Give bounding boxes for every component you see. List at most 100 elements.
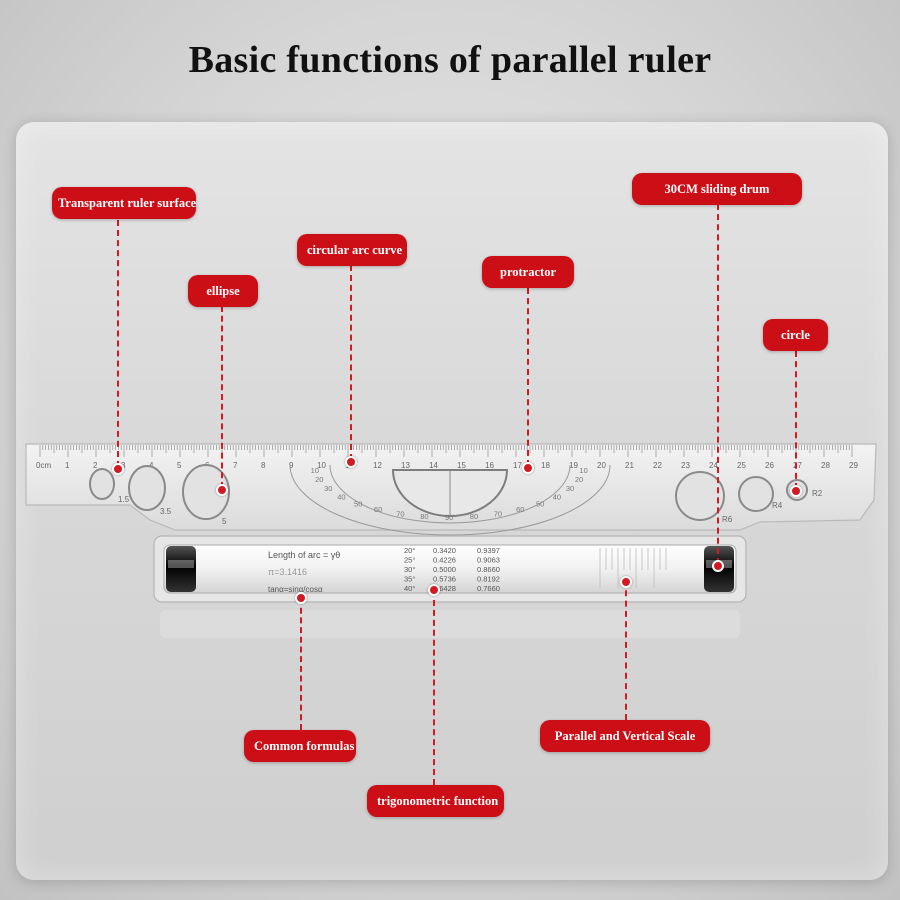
leader-ellipse xyxy=(221,306,223,488)
protractor-angle-label: 80 xyxy=(420,512,428,521)
drum-formula-tan: tanα=sinα/cosα xyxy=(268,585,323,594)
trig-sin-value: 0.5736 xyxy=(433,575,456,584)
dot-circular-arc xyxy=(345,456,357,468)
leader-parallel-scale xyxy=(625,580,627,720)
ruler-cm-number: 13 xyxy=(401,461,410,470)
label-circle: circle xyxy=(763,319,828,351)
leader-trig-function xyxy=(433,590,435,785)
ruler-cm-number: 4 xyxy=(149,461,154,470)
ruler-cm-number: 18 xyxy=(541,461,550,470)
ruler-cm-number: 29 xyxy=(849,461,858,470)
protractor-angle-label: 80 xyxy=(470,512,478,521)
ruler-cm-number: 3 xyxy=(121,461,126,470)
trig-cos-value: 0.8660 xyxy=(477,565,500,574)
trig-sin-value: 0.3420 xyxy=(433,546,456,555)
protractor-angle-label: 10 xyxy=(311,466,319,475)
drum-vertical-scale xyxy=(599,548,667,588)
label-circular-arc: circular arc curve xyxy=(297,234,407,266)
ruler-cm-number: 2 xyxy=(93,461,98,470)
circle-hole-large xyxy=(675,471,725,521)
trig-cos-value: 0.9397 xyxy=(477,546,500,555)
trig-angle: 35° xyxy=(404,575,415,584)
protractor-angle-label: 20 xyxy=(575,475,583,484)
radius-mark-r2: R2 xyxy=(812,489,823,498)
circle-hole-medium xyxy=(738,476,774,512)
dot-common-formulas xyxy=(295,592,307,604)
label-ellipse: ellipse xyxy=(188,275,258,307)
protractor-angle-label: 40 xyxy=(553,492,561,501)
protractor-angle-label: 30 xyxy=(324,484,332,493)
leader-circular-arc xyxy=(350,265,352,460)
ruler-cm-number: 12 xyxy=(373,461,382,470)
ruler-cm-number: 17 xyxy=(513,461,522,470)
trig-angle: 40° xyxy=(404,584,415,593)
label-transparent-surface: Transparent ruler surface xyxy=(52,187,196,219)
ruler-cm-number: 24 xyxy=(709,461,718,470)
protractor-angle-label: 50 xyxy=(536,499,544,508)
protractor-angle-label: 70 xyxy=(494,509,502,518)
label-parallel-scale: Parallel and Vertical Scale xyxy=(540,720,710,752)
protractor-angle-label: 90 xyxy=(445,513,453,522)
ruler-start-mark: 0cm xyxy=(36,461,51,470)
ellipse-mark-1: 1.5 xyxy=(118,495,130,504)
protractor-angle-label: 60 xyxy=(516,505,524,514)
ellipse-mark-3: 5 xyxy=(222,517,227,526)
dot-protractor xyxy=(522,462,534,474)
trig-angle: 30° xyxy=(404,565,415,574)
ruler-cm-number: 9 xyxy=(289,461,294,470)
ruler-cm-number: 23 xyxy=(681,461,690,470)
trig-cos-value: 0.8192 xyxy=(477,575,500,584)
dot-trig-function xyxy=(428,584,440,596)
ruler-cm-number: 27 xyxy=(793,461,802,470)
label-protractor: protractor xyxy=(482,256,574,288)
leader-protractor xyxy=(527,288,529,466)
ruler-cm-number: 28 xyxy=(821,461,830,470)
leader-common-formulas xyxy=(300,598,302,730)
page-title: Basic functions of parallel ruler xyxy=(188,39,712,81)
label-sliding-drum: 30CM sliding drum xyxy=(632,173,802,205)
dot-ellipse xyxy=(216,484,228,496)
protractor-angle-label: 60 xyxy=(374,505,382,514)
ruler-cm-number: 19 xyxy=(569,461,578,470)
trig-cos-value: 0.7660 xyxy=(477,584,500,593)
trig-angle: 25° xyxy=(404,556,415,565)
protractor-shape xyxy=(289,464,611,536)
radius-mark-r6: R6 xyxy=(722,515,733,524)
ruler-cm-number: 26 xyxy=(765,461,774,470)
ruler-cm-number: 1 xyxy=(65,461,70,470)
ruler-cm-number: 25 xyxy=(737,461,746,470)
radius-mark-r4: R4 xyxy=(772,501,783,510)
protractor-angle-label: 50 xyxy=(354,499,362,508)
leader-circle xyxy=(795,351,797,489)
trig-angle: 20° xyxy=(404,546,415,555)
ruler-cm-number: 15 xyxy=(457,461,466,470)
label-common-formulas: Common formulas xyxy=(244,730,356,762)
protractor-angle-label: 40 xyxy=(337,492,345,501)
ruler-cm-number: 5 xyxy=(177,461,182,470)
ellipse-hole-small xyxy=(89,468,115,500)
leader-sliding-drum xyxy=(717,204,719,564)
drum-formula-arc: Length of arc = γθ xyxy=(268,550,340,560)
drum-cap-left xyxy=(166,546,196,592)
ruler-cm-number: 7 xyxy=(233,461,238,470)
label-trig-function: trigonometric function xyxy=(367,785,504,817)
ruler-cm-number: 8 xyxy=(261,461,266,470)
leader-transparent-surface xyxy=(117,220,119,467)
drum-cylinder xyxy=(163,544,737,594)
trig-cos-value: 0.9063 xyxy=(477,556,500,565)
drum-formula-pi: π=3.1416 xyxy=(268,567,307,577)
ruler-cm-number: 21 xyxy=(625,461,634,470)
trig-sin-value: 0.4226 xyxy=(433,556,456,565)
protractor-angle-label: 70 xyxy=(396,509,404,518)
ruler-ticks: 0cm1234567891011121314151617181920212223… xyxy=(36,445,858,470)
protractor-angle-label: 30 xyxy=(566,484,574,493)
trig-sin-value: 0.6428 xyxy=(433,584,456,593)
protractor-angle-label: 10 xyxy=(579,466,587,475)
ruler-cm-number: 16 xyxy=(485,461,494,470)
ellipse-hole-large xyxy=(182,464,230,520)
ruler-cm-number: 22 xyxy=(653,461,662,470)
ellipse-mark-2: 3.5 xyxy=(160,507,172,516)
